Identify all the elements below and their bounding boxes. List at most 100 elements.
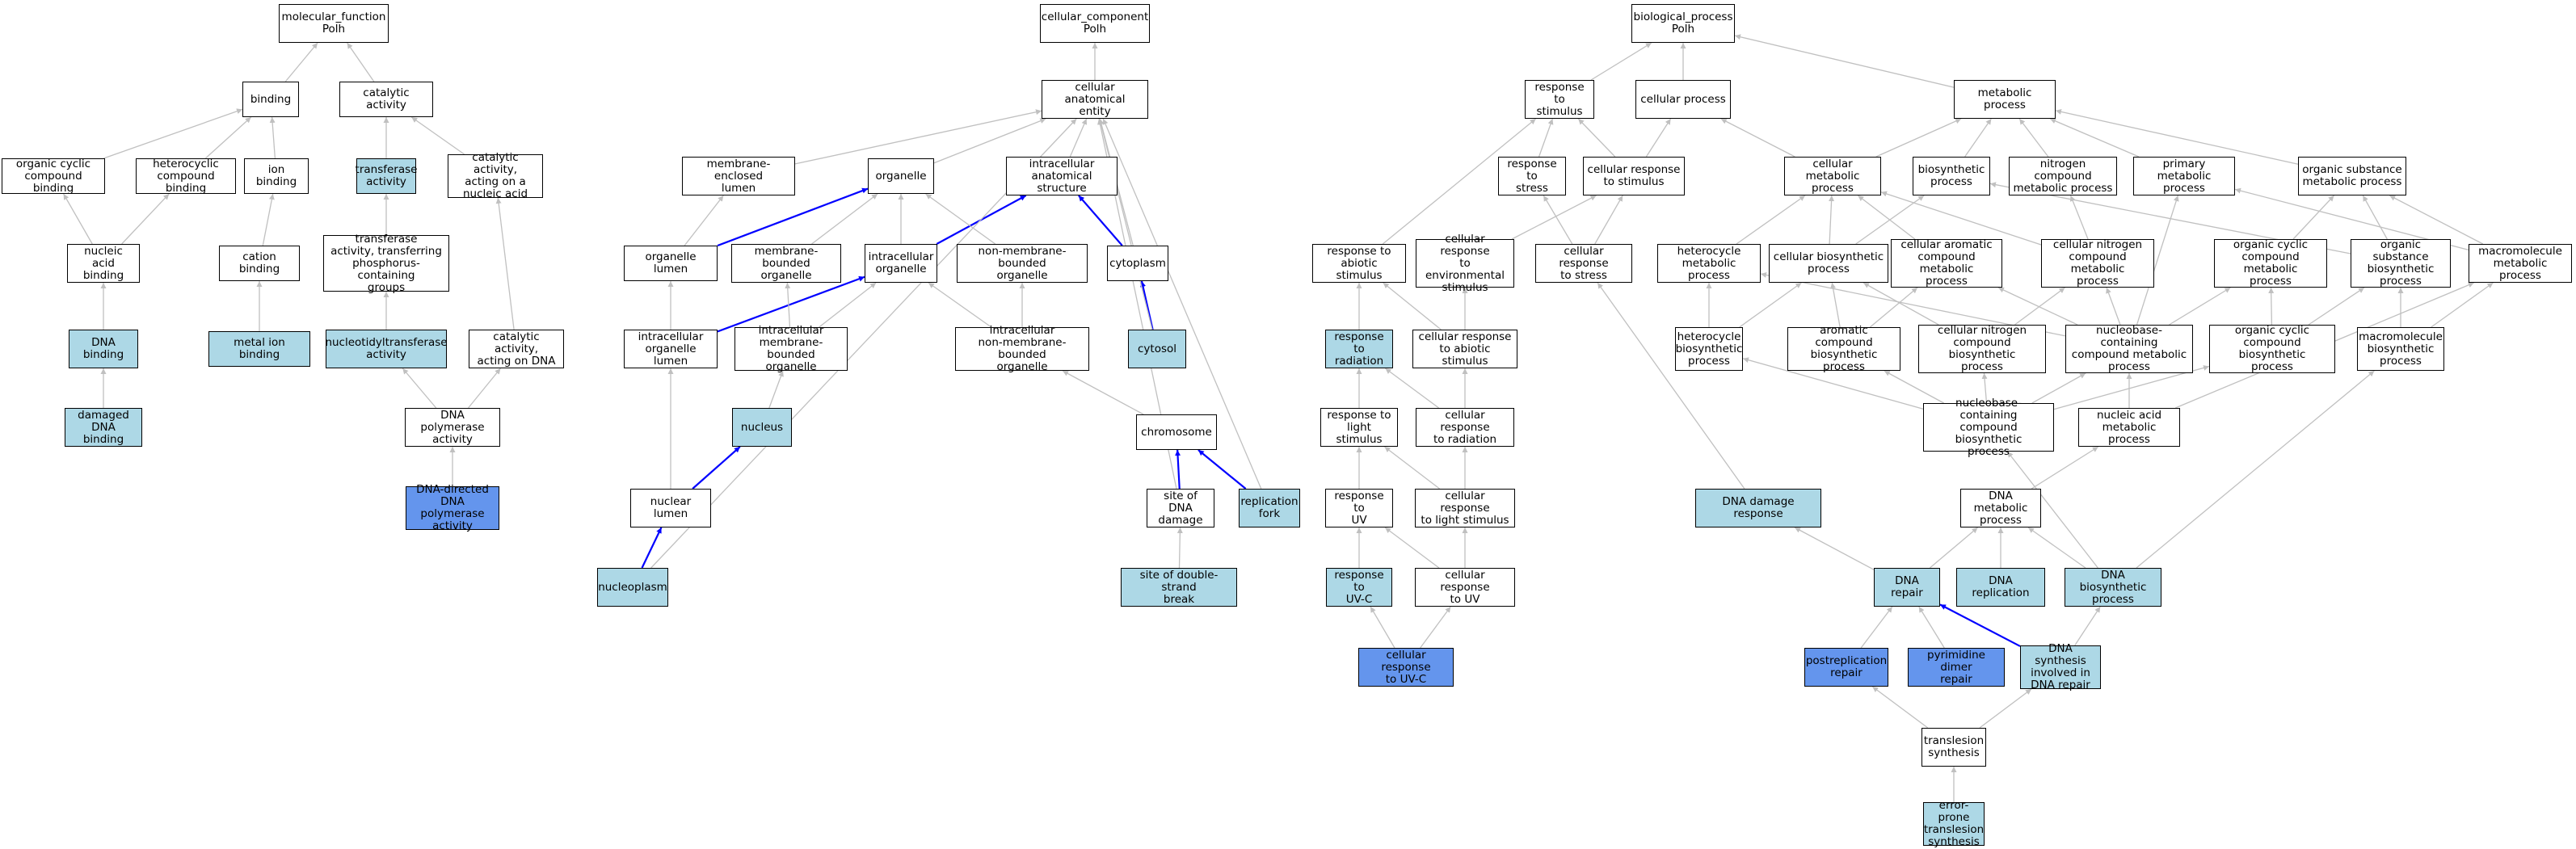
go-term-primary-metabolic-process[interactable]: primary metabolic process bbox=[2133, 157, 2235, 195]
go-term-mf-root[interactable]: molecular_function Polh bbox=[279, 4, 389, 43]
go-term-catalytic-activity[interactable]: catalytic activity bbox=[339, 82, 433, 117]
go-term-cellular-response-to-light-stimulus[interactable]: cellular response to light stimulus bbox=[1415, 489, 1515, 527]
go-term-cellular-response-to-stress[interactable]: cellular response to stress bbox=[1535, 244, 1632, 283]
go-term-intracellular-anatomical-structure[interactable]: intracellular anatomical structure bbox=[1006, 157, 1118, 195]
go-term-metabolic-process[interactable]: metabolic process bbox=[1954, 80, 2056, 119]
edge-biosynthetic-process-to-metabolic-process bbox=[1964, 118, 1992, 158]
edge-cytosol-to-cellular-anatomical-entity bbox=[1098, 118, 1153, 330]
edge-catalytic-activity-nucleic-acid-to-catalytic-activity bbox=[410, 116, 465, 155]
go-term-chromosome[interactable]: chromosome bbox=[1136, 414, 1217, 450]
edge-nucleobase-containing-compound-biosynthetic-process-to-organic-cyclic-compound-biosynthetic-process bbox=[2053, 365, 2210, 410]
go-term-response-to-radiation[interactable]: response to radiation bbox=[1325, 330, 1393, 368]
go-term-nucleic-acid-metabolic-process[interactable]: nucleic acid metabolic process bbox=[2078, 408, 2180, 447]
go-term-dna-repair[interactable]: DNA repair bbox=[1874, 568, 1940, 607]
go-term-nitrogen-compound-metabolic-process[interactable]: nitrogen compound metabolic process bbox=[2009, 157, 2117, 195]
go-term-nucleobase-containing-compound-metabolic-process[interactable]: nucleobase-containing compound metabolic… bbox=[2065, 325, 2193, 373]
go-term-membrane-bounded-organelle[interactable]: membrane-bounded organelle bbox=[731, 244, 841, 283]
go-term-response-to-uv-c[interactable]: response to UV-C bbox=[1326, 568, 1392, 607]
edge-cytosol-to-cytoplasm bbox=[1140, 280, 1154, 330]
go-term-organic-cyclic-compound-biosynthetic-process[interactable]: organic cyclic compound biosynthetic pro… bbox=[2209, 325, 2335, 373]
go-term-postreplication-repair[interactable]: postreplication repair bbox=[1804, 648, 1888, 687]
go-term-dna-directed-dna-polymerase[interactable]: DNA-directed DNA polymerase activity bbox=[406, 484, 499, 532]
go-term-cytoplasm[interactable]: cytoplasm bbox=[1107, 246, 1168, 281]
go-term-organelle-lumen[interactable]: organelle lumen bbox=[624, 246, 718, 281]
go-term-membrane-enclosed-lumen[interactable]: membrane-enclosed lumen bbox=[682, 157, 795, 195]
edge-cellular-response-to-light-stimulus-to-response-to-light-stimulus bbox=[1384, 446, 1440, 490]
go-term-cellular-response-to-radiation[interactable]: cellular response to radiation bbox=[1416, 408, 1514, 447]
go-term-cellular-response-to-uv-c[interactable]: cellular response to UV-C bbox=[1358, 648, 1454, 687]
edge-organic-substance-metabolic-process-to-metabolic-process bbox=[2055, 109, 2299, 165]
go-term-aromatic-compound-biosynthetic-process[interactable]: aromatic compound biosynthetic process bbox=[1787, 325, 1900, 373]
edge-cellular-nitrogen-compound-metabolic-process-to-cellular-metabolic-process bbox=[1880, 191, 2042, 246]
go-term-error-prone-translesion-synthesis[interactable]: error-prone translesion synthesis bbox=[1923, 799, 1985, 848]
go-term-replication-fork[interactable]: replication fork bbox=[1239, 489, 1300, 527]
go-term-damaged-dna-binding[interactable]: damaged DNA binding bbox=[65, 408, 142, 447]
go-term-dna-metabolic-process[interactable]: DNA metabolic process bbox=[1960, 489, 2041, 527]
go-term-site-of-dna-damage[interactable]: site of DNA damage bbox=[1147, 489, 1214, 527]
edge-organic-substance-biosynthetic-process-to-organic-substance-metabolic-process bbox=[2362, 195, 2388, 240]
go-term-cellular-nitrogen-compound-biosynthetic-process[interactable]: cellular nitrogen compound biosynthetic … bbox=[1918, 325, 2046, 373]
edge-intracellular-anatomical-structure-to-cellular-anatomical-entity bbox=[1069, 118, 1088, 158]
go-term-organic-cyclic-compound-binding[interactable]: organic cyclic compound binding bbox=[2, 158, 105, 194]
go-term-intracellular-membrane-bounded-organelle[interactable]: intracellular membrane-bounded organelle bbox=[734, 325, 848, 373]
go-term-translesion-synthesis[interactable]: translesion synthesis bbox=[1921, 728, 1986, 767]
go-term-cellular-process[interactable]: cellular process bbox=[1635, 80, 1731, 119]
go-term-organic-cyclic-compound-metabolic-process[interactable]: organic cyclic compound metabolic proces… bbox=[2214, 239, 2327, 288]
go-term-cellular-aromatic-compound-metabolic-process[interactable]: cellular aromatic compound metabolic pro… bbox=[1891, 239, 2002, 288]
go-term-macromolecule-biosynthetic-process[interactable]: macromolecule biosynthetic process bbox=[2357, 327, 2444, 371]
go-term-intracellular-organelle[interactable]: intracellular organelle bbox=[865, 244, 937, 283]
go-term-bp-root[interactable]: biological_process Polh bbox=[1631, 4, 1735, 43]
go-term-response-to-uv[interactable]: response to UV bbox=[1325, 489, 1393, 527]
go-term-response-to-light-stimulus[interactable]: response to light stimulus bbox=[1320, 408, 1398, 447]
go-term-nucleoplasm[interactable]: nucleoplasm bbox=[597, 568, 668, 607]
go-term-nucleotidyltransferase-activity[interactable]: nucleotidyltransferase activity bbox=[325, 330, 448, 368]
go-term-catalytic-activity-dna[interactable]: catalytic activity, acting on DNA bbox=[469, 330, 564, 368]
edge-heterocyclic-compound-binding-to-binding bbox=[204, 116, 252, 159]
go-term-ion-binding[interactable]: ion binding bbox=[244, 158, 309, 194]
edge-organic-cyclic-compound-biosynthetic-process-to-organic-substance-biosynthetic-process bbox=[2308, 287, 2365, 326]
go-term-cellular-response-to-abiotic-stimulus[interactable]: cellular response to abiotic stimulus bbox=[1412, 330, 1517, 368]
go-term-catalytic-activity-nucleic-acid[interactable]: catalytic activity, acting on a nucleic … bbox=[448, 152, 543, 200]
go-term-dna-polymerase-activity[interactable]: DNA polymerase activity bbox=[405, 408, 500, 447]
go-term-dna-biosynthetic-process[interactable]: DNA biosynthetic process bbox=[2065, 568, 2161, 607]
go-term-heterocycle-biosynthetic-process[interactable]: heterocycle biosynthetic process bbox=[1675, 327, 1743, 371]
go-term-transferase-activity[interactable]: transferase activity bbox=[356, 158, 417, 194]
go-term-intracellular-non-membrane-bounded-organelle[interactable]: intracellular non-membrane-bounded organ… bbox=[955, 325, 1089, 373]
go-term-cation-binding[interactable]: cation binding bbox=[219, 246, 300, 281]
go-term-cellular-metabolic-process[interactable]: cellular metabolic process bbox=[1784, 157, 1881, 195]
go-term-cellular-nitrogen-compound-metabolic-process[interactable]: cellular nitrogen compound metabolic pro… bbox=[2041, 239, 2154, 288]
go-term-cellular-biosynthetic-process[interactable]: cellular biosynthetic process bbox=[1769, 244, 1888, 283]
go-term-non-membrane-bounded-organelle[interactable]: non-membrane-bounded organelle bbox=[957, 244, 1088, 283]
go-term-cc-root[interactable]: cellular_component Polh bbox=[1040, 4, 1150, 43]
go-term-dna-synthesis-involved-in-dna-repair[interactable]: DNA synthesis involved in DNA repair bbox=[2020, 643, 2101, 691]
go-term-intracellular-organelle-lumen[interactable]: intracellular organelle lumen bbox=[624, 330, 718, 368]
go-term-response-to-stimulus[interactable]: response to stimulus bbox=[1525, 80, 1594, 119]
go-term-transferase-phosphorus[interactable]: transferase activity, transferring phosp… bbox=[323, 233, 449, 293]
go-term-site-of-double-strand-break[interactable]: site of double-strand break bbox=[1121, 568, 1237, 607]
go-term-heterocyclic-compound-binding[interactable]: heterocyclic compound binding bbox=[136, 158, 236, 194]
go-term-organic-substance-metabolic-process[interactable]: organic substance metabolic process bbox=[2298, 157, 2406, 195]
go-term-cellular-response-to-environmental-stimulus[interactable]: cellular response to environmental stimu… bbox=[1416, 233, 1514, 293]
go-term-response-to-abiotic-stimulus[interactable]: response to abiotic stimulus bbox=[1312, 244, 1406, 283]
go-term-pyrimidine-dimer-repair[interactable]: pyrimidine dimer repair bbox=[1908, 648, 2005, 687]
go-term-nuclear-lumen[interactable]: nuclear lumen bbox=[630, 489, 711, 527]
go-term-dna-damage-response[interactable]: DNA damage response bbox=[1695, 489, 1821, 527]
go-term-macromolecule-metabolic-process[interactable]: macromolecule metabolic process bbox=[2469, 244, 2572, 283]
go-term-dna-binding[interactable]: DNA binding bbox=[69, 330, 138, 368]
go-term-heterocycle-metabolic-process[interactable]: heterocycle metabolic process bbox=[1657, 244, 1761, 283]
go-term-organic-substance-biosynthetic-process[interactable]: organic substance biosynthetic process bbox=[2351, 239, 2451, 288]
go-term-cellular-anatomical-entity[interactable]: cellular anatomical entity bbox=[1042, 80, 1148, 119]
go-term-dna-replication[interactable]: DNA replication bbox=[1956, 568, 2045, 607]
edge-response-to-stress-to-response-to-stimulus bbox=[1538, 118, 1554, 158]
go-term-nucleic-acid-binding[interactable]: nucleic acid binding bbox=[67, 244, 140, 283]
go-term-response-to-stress[interactable]: response to stress bbox=[1498, 157, 1566, 195]
go-term-binding[interactable]: binding bbox=[242, 82, 299, 117]
go-term-biosynthetic-process[interactable]: biosynthetic process bbox=[1913, 157, 1990, 195]
go-term-organelle[interactable]: organelle bbox=[868, 158, 934, 194]
go-term-cellular-response-to-stimulus[interactable]: cellular response to stimulus bbox=[1583, 157, 1685, 195]
go-term-metal-ion-binding[interactable]: metal ion binding bbox=[208, 331, 310, 367]
go-term-nucleus[interactable]: nucleus bbox=[732, 408, 792, 447]
go-term-cytosol[interactable]: cytosol bbox=[1128, 330, 1186, 368]
go-term-cellular-response-to-uv[interactable]: cellular response to UV bbox=[1415, 568, 1515, 607]
go-term-nucleobase-containing-compound-biosynthetic-process[interactable]: nucleobase-containing compound biosynthe… bbox=[1923, 397, 2054, 457]
